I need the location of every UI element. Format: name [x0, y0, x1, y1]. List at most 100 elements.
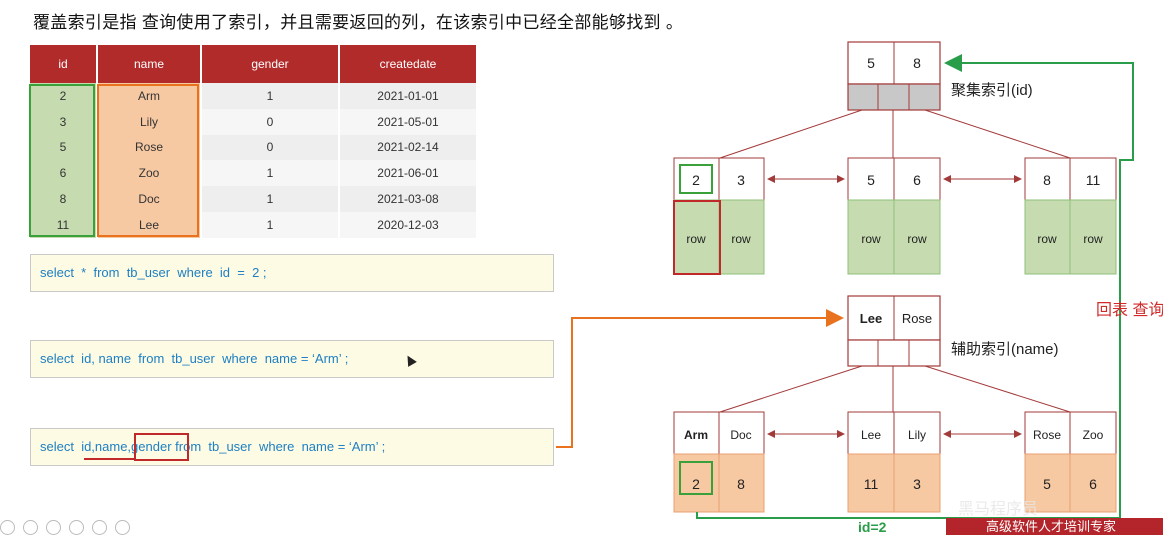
- chat-icon[interactable]: [115, 520, 130, 535]
- table-row: 2 Arm 1 2021-01-01: [30, 83, 478, 109]
- clustered-leaf-2-row-0: row: [1037, 232, 1057, 246]
- secondary-leaf-1-id-0: 11: [864, 476, 879, 492]
- col-header-gender: gender: [201, 45, 340, 83]
- secondary-leaf-1-id-1: 3: [913, 476, 921, 492]
- secondary-leaf-0-key-0: Arm: [684, 428, 708, 442]
- branch-line: [719, 365, 863, 413]
- cell-id: 11: [30, 211, 98, 238]
- cell-name: Arm: [97, 83, 202, 109]
- cell-createdate: 2021-03-08: [339, 186, 478, 212]
- secondary-leaf-0-key-1: Doc: [730, 428, 751, 442]
- gender-highlight-box: [134, 433, 189, 461]
- secondary-leaf-0-id-0: 2: [692, 476, 700, 492]
- col-header-name: name: [97, 45, 202, 83]
- underline-id-name: [84, 458, 136, 460]
- secondary-index-label: 辅助索引(name): [951, 341, 1059, 358]
- cell-gender: 1: [201, 83, 340, 109]
- cell-id: 5: [30, 134, 98, 161]
- cell-gender: 1: [201, 211, 340, 238]
- clustered-leaf-0-key-0: 2: [692, 172, 700, 188]
- clustered-leaf-0-row-1: row: [731, 232, 751, 246]
- cell-name: Lee: [97, 211, 202, 238]
- user-table: id name gender createdate 2 Arm 1 2021-0…: [30, 45, 478, 238]
- zoom-icon[interactable]: [69, 520, 84, 535]
- undo-icon[interactable]: [0, 520, 15, 535]
- sql-query-3-prefix: select: [40, 439, 82, 454]
- lookup-back-label: 回表 查询: [1096, 302, 1163, 319]
- cell-createdate: 2020-12-03: [339, 211, 478, 238]
- col-header-createdate: createdate: [339, 45, 478, 83]
- secondary-leaf-2-id-1: 6: [1089, 476, 1097, 492]
- table-header-row: id name gender createdate: [30, 45, 478, 83]
- page-heading: 覆盖索引是指 查询使用了索引，并且需要返回的列，在该索引中已经全部能够找到 。: [33, 13, 684, 32]
- id-condition-label: id=2: [858, 519, 887, 535]
- table-row: 6 Zoo 1 2021-06-01: [30, 160, 478, 187]
- clustered-leaf-2: 8 11 row row: [1024, 157, 1117, 275]
- player-toolbar: [0, 520, 130, 535]
- clustered-leaf-0-row-0: row: [686, 232, 706, 246]
- secondary-leaf-2-key-0: Rose: [1033, 428, 1061, 442]
- clustered-leaf-1-row-1: row: [907, 232, 927, 246]
- clustered-leaf-2-row-1: row: [1083, 232, 1103, 246]
- clustered-index-label: 聚集索引(id): [951, 82, 1033, 99]
- clustered-leaf-0: 2 3 row row: [673, 157, 765, 275]
- cell-createdate: 2021-02-14: [339, 134, 478, 161]
- clustered-root-key-0: 5: [867, 55, 875, 71]
- clustered-leaf-1-row-0: row: [861, 232, 881, 246]
- table-row: 11 Lee 1 2020-12-03: [30, 211, 478, 238]
- secondary-leaf-2-key-1: Zoo: [1083, 428, 1104, 442]
- secondary-leaf-1: Lee Lily 11 3: [847, 411, 941, 513]
- clustered-leaf-1-key-1: 6: [913, 172, 921, 188]
- cell-name: Zoo: [97, 160, 202, 187]
- branch-line: [719, 109, 863, 159]
- clustered-leaf-0-key-1: 3: [737, 172, 745, 188]
- query-path-arrow: [556, 309, 844, 448]
- cell-id: 2: [30, 83, 98, 109]
- secondary-leaf-0-id-1: 8: [737, 476, 745, 492]
- clustered-leaf-2-key-0: 8: [1043, 172, 1051, 188]
- secondary-root-key-1: Rose: [902, 311, 932, 326]
- name-column-highlight: [97, 84, 199, 237]
- sql-query-1: select * from tb_user where id = 2 ;: [30, 254, 554, 292]
- cell-name: Lily: [97, 108, 202, 135]
- secondary-leaf-2-id-0: 5: [1043, 476, 1051, 492]
- cell-gender: 1: [201, 160, 340, 187]
- secondary-leaf-1-key-0: Lee: [861, 428, 881, 442]
- secondary-leaf-0: Arm Doc 2 8: [673, 411, 765, 513]
- clustered-root-node: 5 8: [847, 41, 941, 111]
- cell-gender: 0: [201, 134, 340, 161]
- secondary-leaf-1-key-1: Lily: [908, 428, 926, 442]
- cell-name: Rose: [97, 134, 202, 161]
- table-row: 5 Rose 0 2021-02-14: [30, 134, 478, 161]
- id-column-highlight: [29, 84, 95, 237]
- pen-icon[interactable]: [23, 520, 38, 535]
- clustered-leaf-1: 5 6 row row: [847, 157, 941, 275]
- clustered-leaf-2-key-1: 11: [1086, 172, 1101, 188]
- branch-line: [924, 365, 1071, 413]
- sql-query-2: select id, name from tb_user where name …: [30, 340, 554, 378]
- cell-gender: 1: [201, 186, 340, 212]
- cell-createdate: 2021-06-01: [339, 160, 478, 187]
- table-row: 8 Doc 1 2021-03-08: [30, 186, 478, 212]
- secondary-root-node: Lee Rose: [847, 295, 941, 367]
- cell-name: Doc: [97, 186, 202, 212]
- cell-gender: 0: [201, 108, 340, 135]
- clustered-root-key-1: 8: [913, 55, 921, 71]
- dots-icon[interactable]: [92, 520, 107, 535]
- col-header-id: id: [30, 45, 98, 83]
- sql-query-3-columns: id,name,gender: [81, 439, 172, 454]
- cell-createdate: 2021-05-01: [339, 108, 478, 135]
- clustered-leaf-1-key-0: 5: [867, 172, 875, 188]
- cell-createdate: 2021-01-01: [339, 83, 478, 109]
- secondary-root-key-0: Lee: [860, 311, 882, 326]
- cell-id: 8: [30, 186, 98, 212]
- slides-icon[interactable]: [46, 520, 61, 535]
- branch-line: [924, 109, 1071, 159]
- secondary-leaf-2: Rose Zoo 5 6: [1024, 411, 1117, 513]
- table-row: 3 Lily 0 2021-05-01: [30, 108, 478, 135]
- bottom-banner: 高级软件人才培训专家: [946, 518, 1163, 535]
- cell-id: 6: [30, 160, 98, 187]
- lookup-back-arrow: [696, 54, 1134, 519]
- watermark-text: 黑马程序员: [958, 501, 1039, 518]
- cell-id: 3: [30, 108, 98, 135]
